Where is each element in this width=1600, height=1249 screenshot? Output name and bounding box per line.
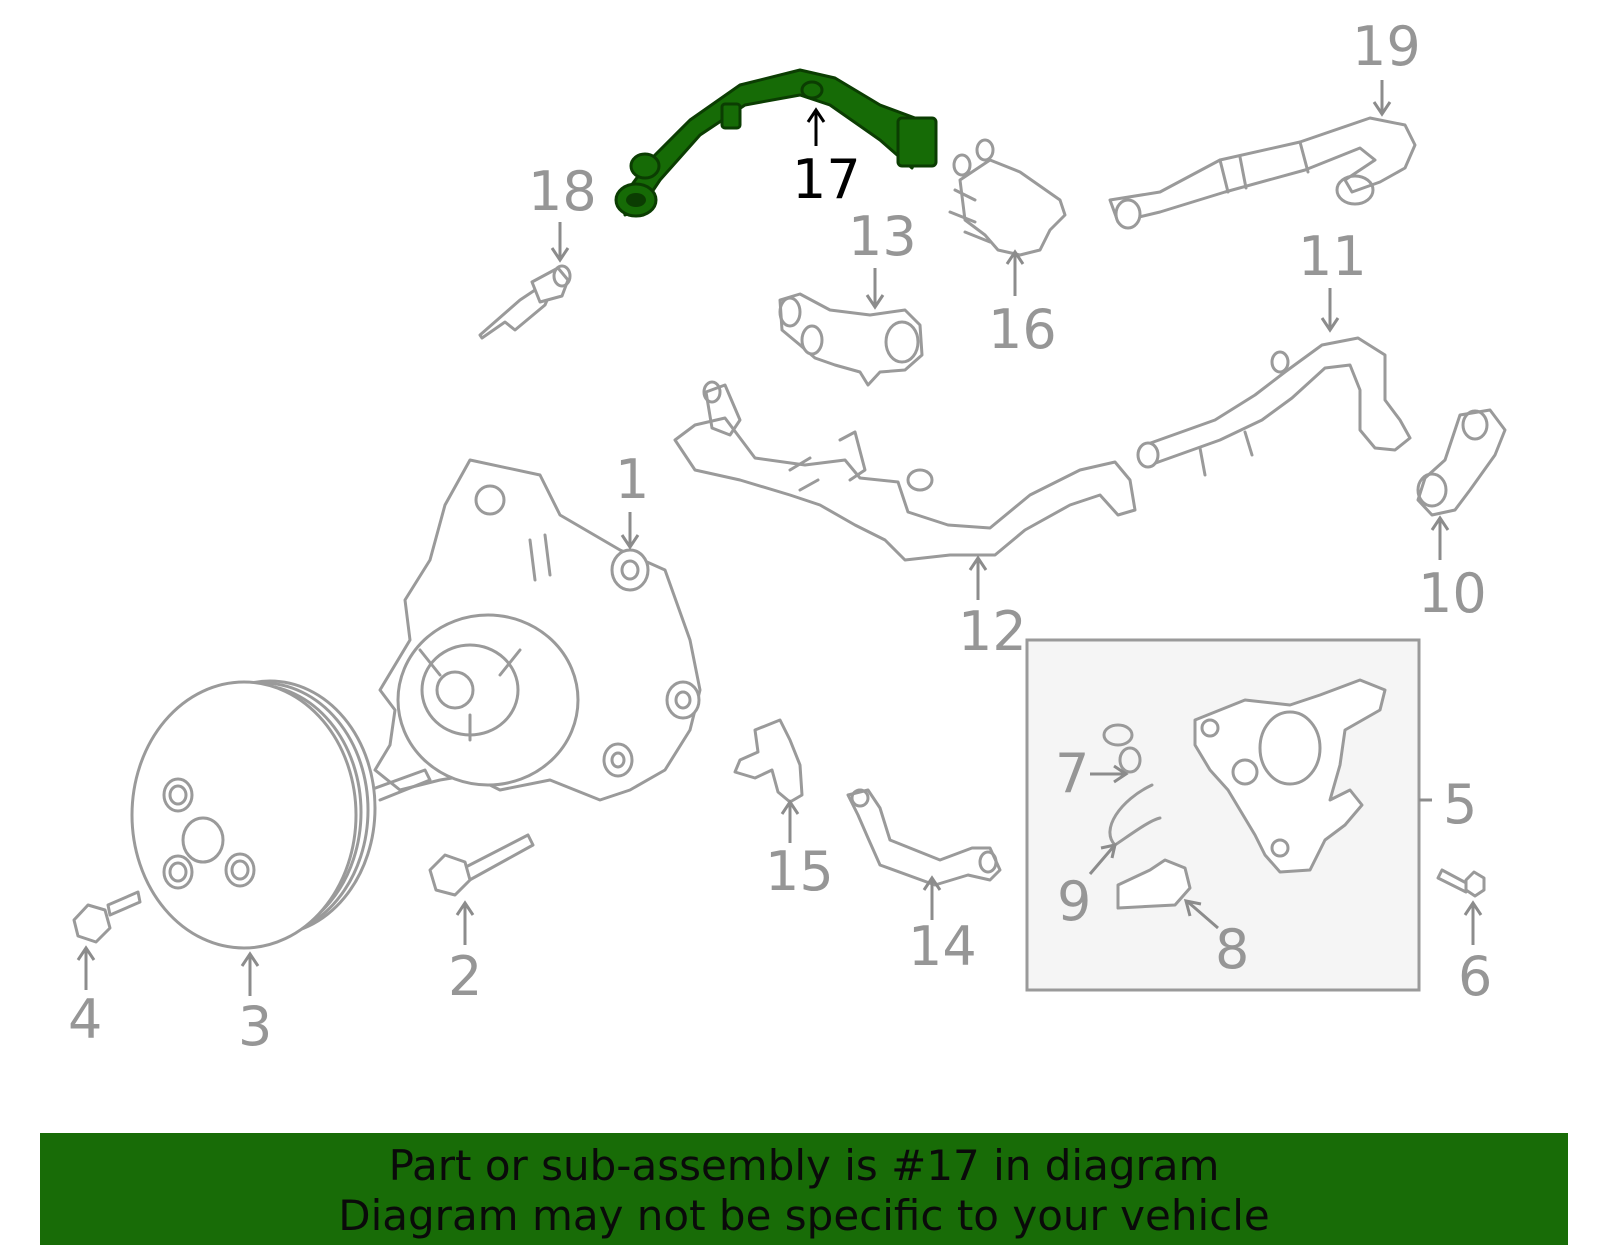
arrow-2 — [455, 900, 475, 945]
callout-17: 17 — [792, 148, 861, 211]
callout-1: 1 — [615, 448, 649, 511]
part-16-bypass-housing[interactable] — [948, 138, 1067, 257]
part-4-bolt[interactable] — [72, 890, 142, 944]
callout-12: 12 — [958, 600, 1027, 663]
part-3-pulley[interactable] — [130, 679, 377, 950]
banner-line-1: Part or sub-assembly is #17 in diagram — [388, 1141, 1220, 1190]
arrow-15 — [780, 799, 800, 843]
callout-14: 14 — [908, 915, 977, 978]
arrow-1 — [620, 512, 640, 550]
arrow-13 — [865, 268, 885, 310]
part-6-bolt[interactable] — [1436, 868, 1486, 898]
callout-8: 8 — [1215, 918, 1249, 981]
callout-11: 11 — [1298, 225, 1367, 288]
callout-4: 4 — [68, 988, 102, 1051]
callout-16: 16 — [988, 298, 1057, 361]
info-banner: Part or sub-assembly is #17 in diagram D… — [40, 1133, 1568, 1245]
callout-5: 5 — [1443, 773, 1477, 836]
callout-2: 2 — [448, 945, 482, 1008]
banner-line-2: Diagram may not be specific to your vehi… — [338, 1191, 1270, 1240]
arrow-17 — [806, 107, 826, 146]
part-15-connector[interactable] — [733, 718, 804, 804]
callout-18: 18 — [528, 160, 597, 223]
callout-7: 7 — [1055, 742, 1089, 805]
callout-10: 10 — [1418, 562, 1487, 625]
arrow-8 — [1183, 899, 1219, 930]
part-19-upper-hose[interactable] — [1108, 116, 1417, 230]
part-12-coolant-hose[interactable] — [673, 380, 1137, 562]
part-5-thermostat-kit[interactable] — [1025, 638, 1421, 992]
arrow-16 — [1005, 249, 1025, 296]
arrow-4 — [76, 945, 96, 990]
callout-3: 3 — [238, 995, 272, 1058]
arrow-14 — [922, 875, 942, 920]
part-2-bolt[interactable] — [428, 833, 535, 897]
arrow-18 — [550, 222, 570, 263]
callout-9: 9 — [1057, 870, 1091, 933]
callout-19: 19 — [1352, 15, 1421, 78]
arrow-6 — [1463, 900, 1483, 945]
arrow-3 — [240, 951, 260, 996]
arrow-9 — [1088, 843, 1117, 875]
arrow-10 — [1430, 515, 1450, 560]
part-13-thermostat-housing[interactable] — [778, 292, 924, 387]
arrow-19 — [1372, 80, 1392, 117]
part-11-bypass-pipe[interactable] — [1136, 336, 1412, 477]
arrow-7 — [1090, 764, 1129, 784]
callout-6: 6 — [1458, 945, 1492, 1008]
part-18-sensor[interactable] — [478, 264, 572, 340]
callout-15: 15 — [765, 840, 834, 903]
part-14-small-pipe[interactable] — [846, 788, 1002, 887]
arrow-12 — [968, 555, 988, 600]
part-10-fitting[interactable] — [1416, 408, 1507, 517]
part-1-water-pump[interactable] — [368, 458, 702, 802]
arrow-11 — [1320, 288, 1340, 333]
callout-13: 13 — [848, 205, 917, 268]
part-17-coolant-pipe[interactable] — [614, 68, 938, 218]
